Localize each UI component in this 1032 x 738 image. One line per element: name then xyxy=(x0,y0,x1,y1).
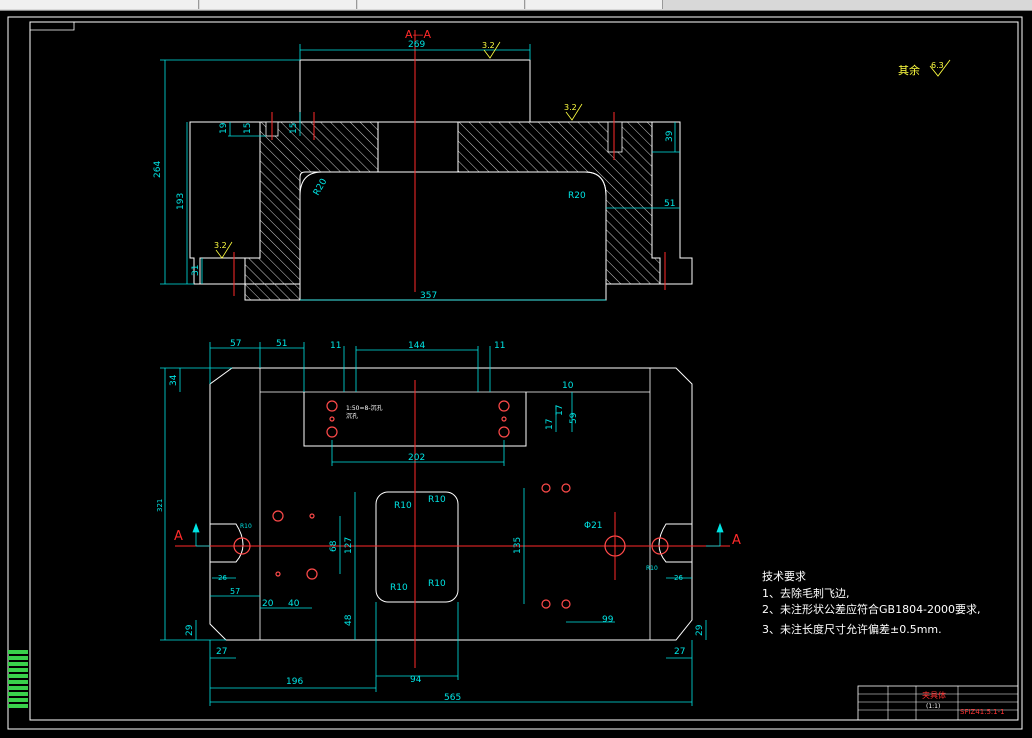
roughness-value: 3.2 xyxy=(564,103,577,112)
radius-r10: R10 xyxy=(428,495,446,505)
dim-27-right: 27 xyxy=(674,647,685,657)
title-block-scale: (1:1) xyxy=(926,703,940,710)
dim-29-left: 29 xyxy=(185,624,195,636)
dim-26-right: 26 xyxy=(674,574,683,582)
dim-59: 59 xyxy=(569,412,579,424)
section-foot-left xyxy=(199,257,246,285)
tech-title: 技术要求 xyxy=(762,570,806,583)
roughness-other-icon xyxy=(929,59,951,77)
outer-frame xyxy=(7,16,1023,730)
dim-269: 269 xyxy=(408,40,425,50)
radius-small-right: R10 xyxy=(646,565,658,572)
plan-center-window xyxy=(375,491,459,603)
radius-small-left: R10 xyxy=(240,523,252,530)
dim-34: 34 xyxy=(169,374,179,386)
dim-94: 94 xyxy=(410,675,422,685)
toolbar-tab[interactable] xyxy=(0,0,67,9)
toolbar-tab[interactable] xyxy=(200,0,357,9)
dim-57-bottom: 57 xyxy=(230,587,240,596)
hole-note: 1:50=8-沉孔 xyxy=(346,404,382,412)
title-block-name: 夹具体 xyxy=(922,690,946,700)
toolbar-tab[interactable] xyxy=(526,0,663,9)
section-mark-left: A xyxy=(174,529,183,544)
section-mark-right: A xyxy=(732,533,741,548)
plan-view: 57 51 11 144 11 34 10 17 17 59 202 321 R… xyxy=(156,339,741,706)
dim-357: 357 xyxy=(420,291,437,301)
tech-item: 3、未注长度尺寸允许偏差±0.5mm. xyxy=(762,622,942,636)
dim-27-left: 27 xyxy=(216,647,227,657)
roughness-value: 3.2 xyxy=(214,241,227,250)
top-toolbar xyxy=(0,0,1032,11)
status-strip xyxy=(0,731,1032,738)
dim-phi21: Φ21 xyxy=(584,521,603,531)
dim-20: 20 xyxy=(262,599,274,609)
dim-15: 15 xyxy=(243,123,253,134)
section-hatch-body xyxy=(244,121,379,301)
layer-legend xyxy=(8,650,28,716)
roughness-value: 3.2 xyxy=(482,41,495,50)
dim-321: 321 xyxy=(156,499,164,512)
dim-264: 264 xyxy=(153,161,163,178)
roughness-other-label: 其余 xyxy=(898,63,920,77)
dim-51-top: 51 xyxy=(276,339,287,349)
dim-26-left: 26 xyxy=(218,574,227,582)
toolbar-tab[interactable] xyxy=(62,0,199,9)
dim-135: 135 xyxy=(513,537,523,554)
section-inner-cavity xyxy=(299,171,607,300)
section-slot-right xyxy=(607,121,623,153)
dim-15b: 15 xyxy=(289,123,299,134)
dim-17b: 17 xyxy=(555,405,565,416)
dim-17a: 17 xyxy=(545,419,555,430)
plan-outline xyxy=(209,367,693,641)
dim-196: 196 xyxy=(286,677,303,687)
hole-note: 沉孔 xyxy=(346,412,358,420)
radius-r10: R10 xyxy=(428,579,446,589)
tech-requirements: 技术要求 1、去除毛刺飞边, 2、未注形状公差应符合GB1804-2000要求,… xyxy=(762,570,981,636)
dim-193: 193 xyxy=(176,193,186,210)
dim-144: 144 xyxy=(408,341,425,351)
tech-item: 2、未注形状公差应符合GB1804-2000要求, xyxy=(762,602,981,616)
dim-19: 19 xyxy=(219,122,229,134)
dim-127: 127 xyxy=(344,537,354,554)
frame-corner xyxy=(30,22,75,31)
inner-frame xyxy=(29,21,1019,721)
dim-40: 40 xyxy=(288,599,300,609)
dim-11-left: 11 xyxy=(330,341,341,351)
tech-item: 1、去除毛刺飞边, xyxy=(762,586,850,600)
dim-51: 51 xyxy=(664,199,675,209)
section-hatch-body-right xyxy=(457,121,661,285)
dim-11-right: 11 xyxy=(494,341,505,351)
roughness-other-value: 6.3 xyxy=(931,61,944,70)
section-title: A—A xyxy=(405,28,432,41)
roughness-symbol xyxy=(215,41,583,259)
title-block-drawing-no: SFIZ41.5.1-1 xyxy=(960,708,1005,716)
toolbar-tab[interactable] xyxy=(358,0,525,9)
radius-r10: R10 xyxy=(390,583,408,593)
radius-left: R20 xyxy=(312,177,330,198)
drawing-canvas[interactable]: 269 264 193 19 15 15 39 51 357 R20 R20 3… xyxy=(0,10,1032,731)
dim-31: 31 xyxy=(191,265,201,276)
dim-29-right: 29 xyxy=(695,624,705,636)
title-block: 夹具体 (1:1) SFIZ41.5.1-1 xyxy=(857,685,1019,721)
radius-r10: R10 xyxy=(394,501,412,511)
section-view: 269 264 193 19 15 15 39 51 357 R20 R20 3… xyxy=(153,28,693,301)
radius-right: R20 xyxy=(568,191,586,201)
dim-48: 48 xyxy=(344,614,354,626)
dim-57-top: 57 xyxy=(230,339,241,349)
dim-202: 202 xyxy=(408,453,425,463)
dim-39: 39 xyxy=(665,130,675,142)
dim-10: 10 xyxy=(562,381,574,391)
dim-565: 565 xyxy=(444,693,461,703)
dim-68: 68 xyxy=(329,540,339,552)
dim-99: 99 xyxy=(602,615,614,625)
